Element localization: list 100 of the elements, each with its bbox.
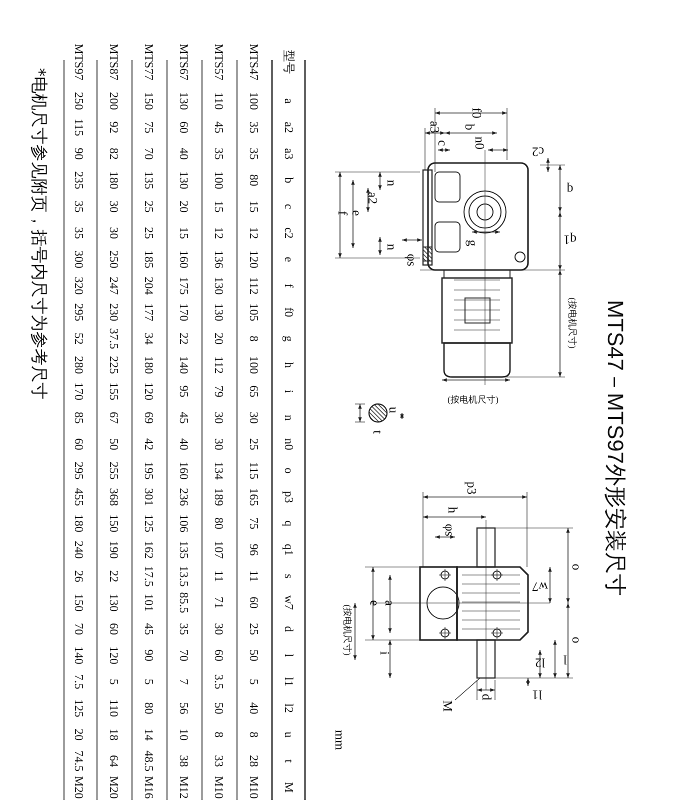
table-cell: 18 bbox=[108, 728, 120, 741]
dimension-label: o bbox=[570, 564, 584, 570]
table-cell: 50 bbox=[213, 702, 225, 714]
table-header-cell: l2 bbox=[283, 704, 295, 713]
table-cell: 30 bbox=[213, 412, 225, 424]
table-cell: 35 bbox=[213, 148, 225, 160]
table-cell: 100 bbox=[248, 92, 260, 110]
page-title: MTS47－MTS97外形安装尺寸 bbox=[602, 300, 629, 596]
table-cell: 25 bbox=[248, 623, 260, 635]
table-cell: 45 bbox=[143, 623, 155, 635]
table-cell: 50 bbox=[248, 649, 260, 662]
table-cell: 67 bbox=[108, 412, 120, 424]
table-cell: 107 bbox=[213, 540, 225, 559]
table-cell: 112 bbox=[248, 277, 260, 295]
table-cell: 52 bbox=[73, 332, 85, 345]
table-cell: 35 bbox=[248, 121, 260, 134]
table-cell: 20 bbox=[213, 332, 225, 345]
table-cell: 230 bbox=[108, 303, 120, 322]
table-cell: 255 bbox=[108, 462, 120, 480]
table-cell: 185 bbox=[143, 250, 155, 268]
table-cell: 45 bbox=[178, 412, 190, 424]
table-cell: 7.5 bbox=[73, 674, 85, 690]
table-cell: 130 bbox=[213, 276, 225, 295]
table-cell: 8 bbox=[248, 732, 260, 738]
table-cell: 150 bbox=[73, 594, 85, 612]
table-cell: 30 bbox=[108, 200, 120, 213]
table-cell: 5 bbox=[248, 678, 260, 685]
table-cell: 130 bbox=[178, 92, 190, 110]
table-cell: 80 bbox=[213, 517, 225, 530]
table-cell: 8 bbox=[248, 336, 260, 342]
table-cell: 60 bbox=[108, 623, 120, 635]
table-header-cell: l1 bbox=[283, 677, 295, 686]
table-cell: 101 bbox=[143, 594, 155, 612]
table-cell: 301 bbox=[143, 488, 155, 506]
table-cell: 180 bbox=[73, 514, 85, 532]
table-cell: 35 bbox=[178, 623, 190, 635]
table-cell: 14 bbox=[143, 728, 155, 741]
table-cell: 28 bbox=[248, 755, 260, 767]
table-header-cell: a3 bbox=[283, 148, 295, 160]
table-header-cell: o bbox=[283, 468, 295, 474]
table-cell: 150 bbox=[143, 92, 155, 110]
dimension-label: q1 bbox=[564, 234, 576, 246]
table-header-cell: 型号 bbox=[283, 50, 295, 74]
table-cell: MTS67 bbox=[178, 44, 190, 80]
table-cell: 130 bbox=[178, 171, 190, 190]
table-cell: 70 bbox=[143, 148, 155, 160]
dimension-label: c bbox=[436, 140, 450, 146]
table-header-cell: f0 bbox=[283, 307, 295, 318]
table-cell: 100 bbox=[248, 356, 260, 374]
dimension-label: p3 bbox=[466, 482, 478, 494]
table-header-cell: p3 bbox=[283, 491, 295, 503]
table-cell: 170 bbox=[178, 303, 190, 322]
dimension-label: a2 bbox=[366, 192, 380, 204]
table-cell: 85.5 bbox=[178, 592, 190, 614]
dimension-label: d bbox=[480, 694, 494, 700]
table-cell: 125 bbox=[143, 514, 155, 532]
table-cell: 150 bbox=[108, 514, 120, 532]
table-header-cell: f bbox=[283, 284, 295, 288]
table-cell: 50 bbox=[108, 438, 120, 450]
table-cell: 80 bbox=[248, 174, 260, 186]
table-cell: 5 bbox=[108, 678, 120, 685]
table-cell: 33 bbox=[213, 755, 225, 767]
table-cell: 110 bbox=[213, 92, 225, 110]
table-cell: 112 bbox=[213, 356, 225, 374]
dimension-label: (按电机尺寸) bbox=[568, 298, 576, 348]
table-cell: 13.5 bbox=[178, 566, 190, 587]
table-header-cell: w7 bbox=[283, 595, 295, 610]
table-cell: 110 bbox=[108, 699, 120, 717]
table-header-cell: i bbox=[283, 390, 295, 394]
table-cell: 235 bbox=[73, 171, 85, 190]
table-cell: 105 bbox=[248, 303, 260, 322]
dimension-label: n0 bbox=[474, 136, 486, 150]
table-header-cell: t bbox=[283, 759, 295, 763]
table-cell: 11 bbox=[213, 570, 225, 582]
table-header-cell: q bbox=[283, 520, 295, 526]
table-cell: 15 bbox=[178, 227, 190, 239]
table-cell: 189 bbox=[213, 488, 225, 506]
table-cell: 56 bbox=[178, 702, 190, 714]
dimension-label: a3 bbox=[428, 120, 442, 134]
table-cell: 35 bbox=[248, 148, 260, 160]
table-cell: 35 bbox=[73, 227, 85, 239]
dimension-label: t bbox=[372, 430, 384, 434]
table-cell: 37.5 bbox=[108, 328, 120, 350]
table-cell: 200 bbox=[108, 92, 120, 110]
dimension-label: n bbox=[386, 244, 398, 250]
table-cell: 455 bbox=[73, 488, 85, 506]
dimension-label: (按电机尺寸) bbox=[342, 604, 352, 656]
dimension-label: φs bbox=[406, 254, 418, 266]
table-cell: 170 bbox=[73, 382, 85, 400]
dimension-label: b bbox=[464, 124, 476, 130]
table-cell: 40 bbox=[178, 148, 190, 160]
table-cell: 140 bbox=[73, 646, 85, 664]
table-cell: M16 bbox=[143, 776, 155, 799]
table-cell: M12 bbox=[178, 776, 190, 799]
table-cell: 25 bbox=[143, 227, 155, 239]
table-header-cell: a2 bbox=[283, 122, 295, 134]
table-cell: MTS57 bbox=[213, 44, 225, 80]
table-cell: MTS47 bbox=[248, 44, 260, 80]
dimension-label: l bbox=[563, 654, 567, 666]
dimension-label: e bbox=[368, 600, 382, 606]
